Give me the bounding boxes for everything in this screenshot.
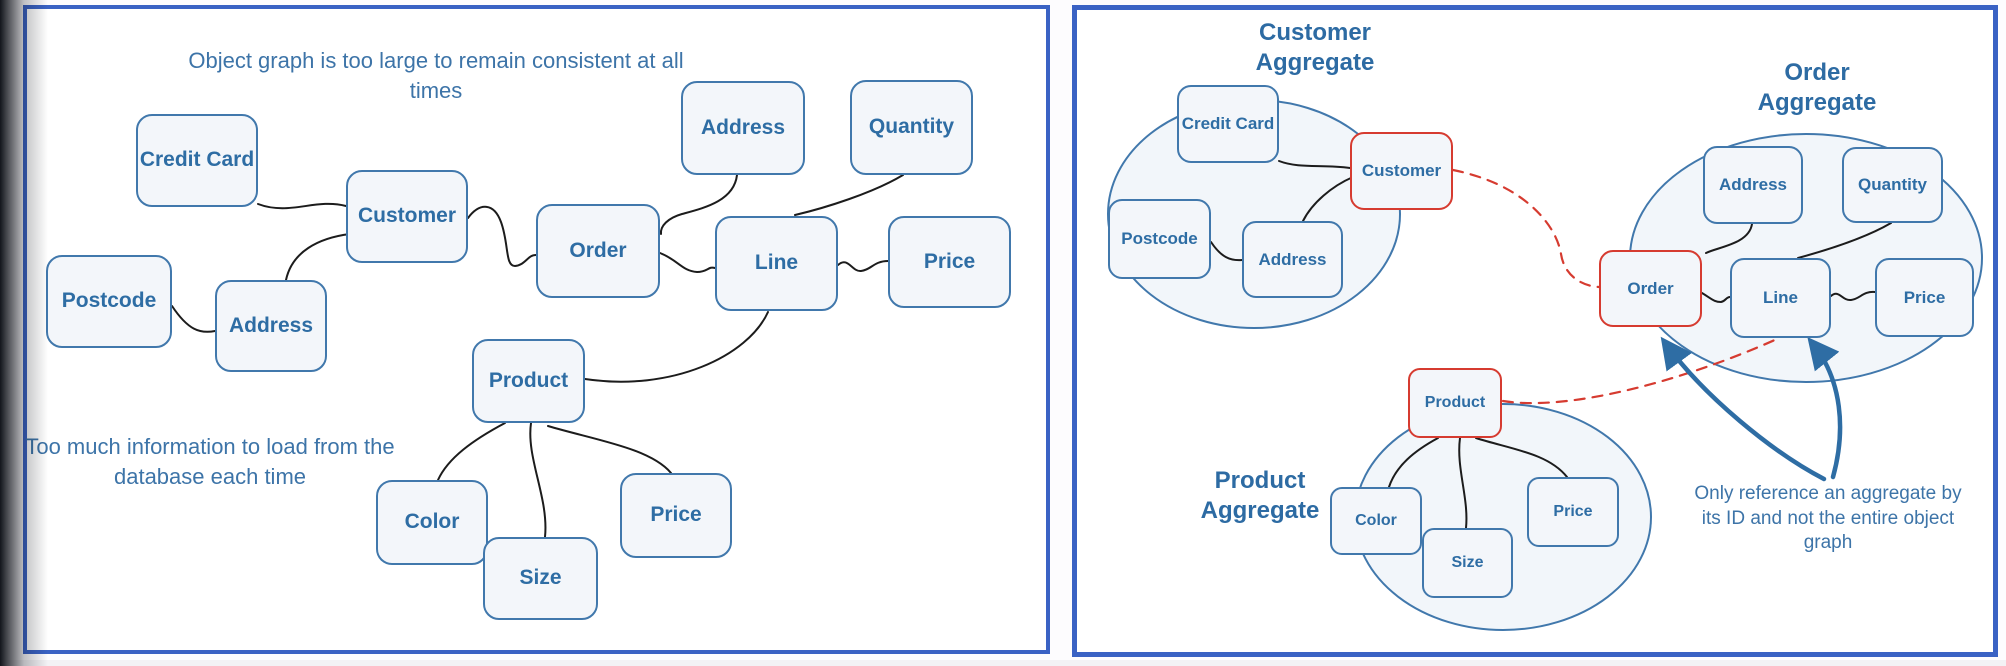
id-reference-links (1451, 168, 1779, 405)
node-label: Price (650, 503, 702, 527)
right-connectors (1210, 160, 1892, 529)
node-address-left: Address (215, 280, 327, 372)
node-customer: Customer (346, 170, 468, 263)
customer-aggregate-title: Customer Aggregate (1255, 19, 1375, 76)
product-to-line-reference (1501, 337, 1779, 405)
node-agg-address-order: Address (1703, 146, 1803, 224)
product-aggregate-title: Product Aggregate (1200, 467, 1320, 524)
node-label: Address (1258, 249, 1327, 269)
node-order: Order (536, 204, 660, 298)
customer-to-order-reference (1451, 168, 1601, 289)
node-label: Address (1718, 175, 1788, 195)
arrow-to-order (1660, 336, 1827, 482)
annotation-consistency: Object graph is too large to remain cons… (188, 48, 684, 103)
node-postcode: Postcode (46, 255, 172, 348)
node-product: Product (472, 339, 585, 423)
annotation-db-load: Too much information to load from the da… (25, 434, 395, 489)
node-agg-customer-root: Customer (1350, 132, 1453, 210)
node-label: Line (1763, 288, 1798, 308)
node-label: Size (519, 566, 562, 590)
node-label: Address (700, 115, 786, 139)
node-address-top: Address (681, 81, 805, 175)
node-agg-line: Line (1730, 258, 1831, 338)
node-price-bottom: Price (620, 473, 732, 558)
node-agg-address-customer: Address (1242, 221, 1343, 298)
node-label: Color (1355, 511, 1397, 529)
node-agg-price-order: Price (1875, 258, 1974, 337)
node-label: Postcode (61, 289, 157, 313)
node-label: Address (228, 313, 314, 337)
node-label: Product (488, 368, 569, 392)
node-color: Color (376, 480, 488, 565)
node-label: Order (1627, 278, 1674, 298)
callout-arrows (1660, 336, 1843, 482)
node-label: Price (1553, 502, 1593, 520)
order-aggregate-title: Order Aggregate (1757, 59, 1877, 116)
node-label: Postcode (1121, 229, 1198, 249)
node-label: Line (754, 251, 799, 275)
node-label: Quantity (868, 115, 955, 139)
node-label: Quantity (1858, 175, 1927, 195)
node-label: Product (1424, 393, 1486, 411)
node-label: Customer (357, 204, 457, 228)
annotation-reference-by-id: Only reference an aggregate by its ID an… (1694, 483, 1962, 554)
node-label: Credit Card (139, 148, 255, 172)
node-quantity: Quantity (850, 80, 973, 175)
node-agg-postcode: Postcode (1108, 199, 1211, 279)
node-label: Order (569, 238, 627, 262)
node-size: Size (483, 537, 598, 620)
bottom-strip (0, 660, 2006, 666)
node-agg-order-root: Order (1599, 250, 1702, 327)
node-credit-card: Credit Card (136, 114, 258, 207)
node-label: Size (1451, 553, 1484, 571)
node-label: Price (1903, 287, 1946, 307)
node-label: Price (923, 249, 976, 273)
node-agg-product-root: Product (1408, 368, 1502, 438)
node-agg-price-product: Price (1527, 477, 1619, 547)
node-agg-color: Color (1330, 487, 1422, 555)
node-agg-credit-card: Credit Card (1177, 85, 1279, 163)
node-label: Credit Card (1181, 114, 1275, 134)
arrow-to-line (1807, 336, 1843, 480)
node-label: Color (404, 510, 460, 534)
node-line: Line (715, 216, 838, 311)
node-agg-quantity: Quantity (1842, 147, 1943, 223)
left-connectors (171, 174, 904, 538)
node-price-top: Price (888, 216, 1011, 308)
node-label: Customer (1361, 161, 1442, 181)
node-agg-size: Size (1422, 528, 1513, 598)
